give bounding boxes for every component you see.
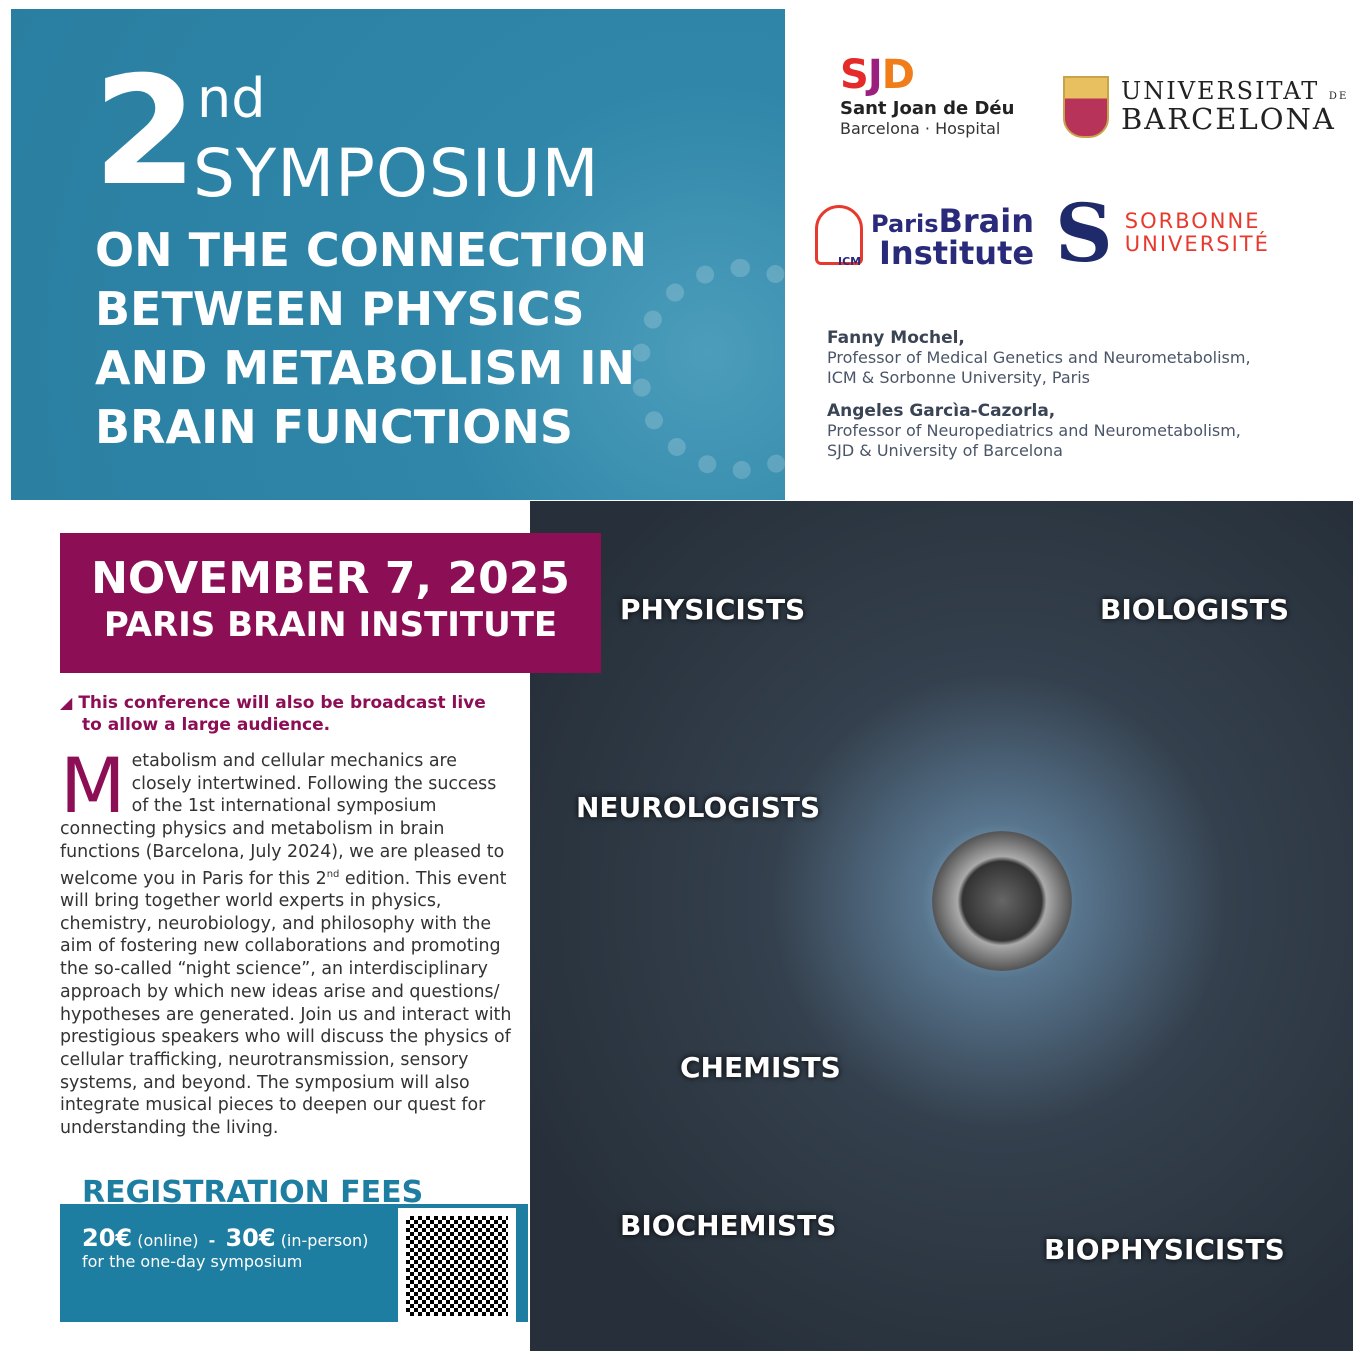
organizer-1: Fanny Mochel, Professor of Medical Genet… xyxy=(827,328,1251,388)
event-date-box: NOVEMBER 7, 2025 PARIS BRAIN INSTITUTE xyxy=(60,533,601,673)
ub-logo: UNIVERSITAT DE BARCELONA xyxy=(1063,76,1348,138)
intro-sup: nd xyxy=(326,868,340,880)
sorbonne-line2: UNIVERSITÉ xyxy=(1124,232,1270,256)
edition-suffix: nd xyxy=(197,67,266,130)
intro-part1: etabolism and cellular mechanics are clo… xyxy=(60,751,505,889)
sorbonne-line1: SORBONNE xyxy=(1124,208,1261,233)
title-banner: 2 nd SYMPOSIUM ON THE CONNECTION BETWEEN… xyxy=(11,9,785,500)
organizer-2: Angeles Garcìa-Cazorla, Professor of Neu… xyxy=(827,401,1241,461)
online-label: (online) xyxy=(137,1231,199,1250)
ub-de: DE xyxy=(1328,90,1349,102)
separator: - xyxy=(208,1231,216,1250)
sorbonne-s-icon: S xyxy=(1055,186,1113,280)
symposium-title: ON THE CONNECTION BETWEEN PHYSICS AND ME… xyxy=(95,221,647,457)
qr-code[interactable] xyxy=(398,1208,516,1324)
organizer-role: Professor of Medical Genetics and Neurom… xyxy=(827,348,1251,367)
organizer-name: Angeles Garcìa-Cazorla, xyxy=(827,401,1056,421)
discipline-label: BIOPHYSICISTS xyxy=(1044,1233,1285,1266)
symposium-word: SYMPOSIUM xyxy=(193,135,600,212)
dropcap: M xyxy=(60,741,126,830)
sjd-mark: SJD xyxy=(840,52,915,98)
pbi-paris: Paris xyxy=(871,210,939,238)
title-line: BETWEEN PHYSICS xyxy=(95,282,585,336)
discipline-label: BIOLOGISTS xyxy=(1100,593,1290,626)
broadcast-line1: This conference will also be broadcast l… xyxy=(78,693,486,713)
discipline-label: PHYSICISTS xyxy=(620,593,806,626)
edition-number: 2 xyxy=(93,45,198,219)
organizer-affiliation: ICM & Sorbonne University, Paris xyxy=(827,368,1090,387)
neuron-image: PHYSICISTS BIOLOGISTS NEUROLOGISTS CHEMI… xyxy=(530,501,1353,1351)
price-inperson: 30€ xyxy=(225,1224,276,1252)
price-online: 20€ xyxy=(82,1224,133,1252)
neuron-gear-graphic xyxy=(932,831,1072,971)
intro-part2: edition. This event will bring together … xyxy=(60,868,512,1139)
gear-graphic xyxy=(631,259,785,479)
pbi-institute: Institute xyxy=(879,234,1035,272)
title-line: BRAIN FUNCTIONS xyxy=(95,400,573,454)
event-date: NOVEMBER 7, 2025 xyxy=(91,553,570,604)
ub-shield-icon xyxy=(1063,76,1109,138)
registration-title: REGISTRATION FEES xyxy=(82,1175,424,1210)
pbi-brain: Brain xyxy=(938,202,1035,240)
ub-line1: UNIVERSITAT xyxy=(1121,76,1320,105)
organizer-role: Professor of Neuropediatrics and Neurome… xyxy=(827,421,1241,440)
sjd-sub: Barcelona · Hospital xyxy=(840,119,1001,138)
sjd-name: Sant Joan de Déu xyxy=(840,98,1015,119)
sjd-logo: SJD Sant Joan de Déu Barcelona · Hospita… xyxy=(840,52,1014,138)
head-icon: ICM xyxy=(815,205,863,268)
organizer-name: Fanny Mochel, xyxy=(827,328,965,348)
discipline-label: BIOCHEMISTS xyxy=(620,1209,837,1242)
broadcast-line2: to allow a large audience. xyxy=(82,715,331,735)
organizer-affiliation: SJD & University of Barcelona xyxy=(827,441,1063,460)
inperson-label: (in-person) xyxy=(280,1231,369,1250)
registration-note: for the one-day symposium xyxy=(82,1252,303,1271)
broadcast-note: ◢ This conference will also be broadcast … xyxy=(60,692,486,736)
arrow-down-right-icon: ◢ xyxy=(60,693,73,712)
ub-line2: BARCELONA xyxy=(1121,102,1336,137)
discipline-label: NEUROLOGISTS xyxy=(576,791,821,824)
icm-label: ICM xyxy=(838,255,862,268)
discipline-label: CHEMISTS xyxy=(680,1051,841,1084)
event-venue: PARIS BRAIN INSTITUTE xyxy=(103,605,558,645)
title-line: AND METABOLISM IN xyxy=(95,341,636,395)
title-line: ON THE CONNECTION xyxy=(95,223,648,277)
